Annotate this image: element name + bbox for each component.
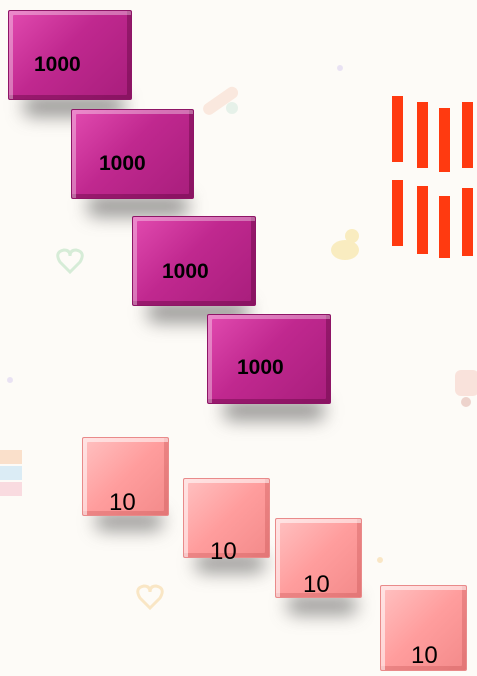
tally-stick [439, 196, 450, 258]
ten-block-label: 10 [303, 571, 330, 599]
thousand-block[interactable]: 1000 [207, 314, 331, 404]
dot-decoration [337, 65, 343, 71]
thousand-block-label: 1000 [237, 356, 284, 380]
dot-decoration [7, 377, 13, 383]
ten-block[interactable]: 10 [380, 585, 467, 671]
toy-rattle-icon [201, 84, 241, 117]
ten-block[interactable]: 10 [183, 478, 270, 558]
ten-block[interactable]: 10 [82, 437, 169, 516]
tally-stick [392, 180, 403, 246]
tally-stick [462, 102, 473, 168]
toy-blocks-icon [0, 450, 22, 496]
block-shadow [88, 196, 188, 216]
tally-stick [439, 108, 450, 172]
thousand-block[interactable]: 1000 [8, 10, 132, 100]
heart-icon [58, 250, 83, 272]
tally-stick [462, 188, 473, 256]
tally-stick [417, 186, 428, 254]
tally-stick [392, 96, 403, 162]
toy-car-icon [455, 370, 477, 407]
thousand-block[interactable]: 1000 [71, 109, 194, 199]
thousand-block[interactable]: 1000 [132, 216, 256, 306]
ten-block-label: 10 [210, 538, 237, 566]
ten-block[interactable]: 10 [275, 518, 362, 598]
ten-block-label: 10 [109, 489, 136, 517]
heart-icon [138, 586, 163, 608]
thousand-block-label: 1000 [162, 260, 209, 284]
tally-stick [417, 102, 428, 168]
thousand-block-label: 1000 [34, 53, 81, 77]
duck-icon [331, 229, 359, 260]
thousand-block-label: 1000 [99, 152, 146, 176]
ten-block-label: 10 [411, 642, 438, 670]
dot-decoration [377, 557, 383, 563]
